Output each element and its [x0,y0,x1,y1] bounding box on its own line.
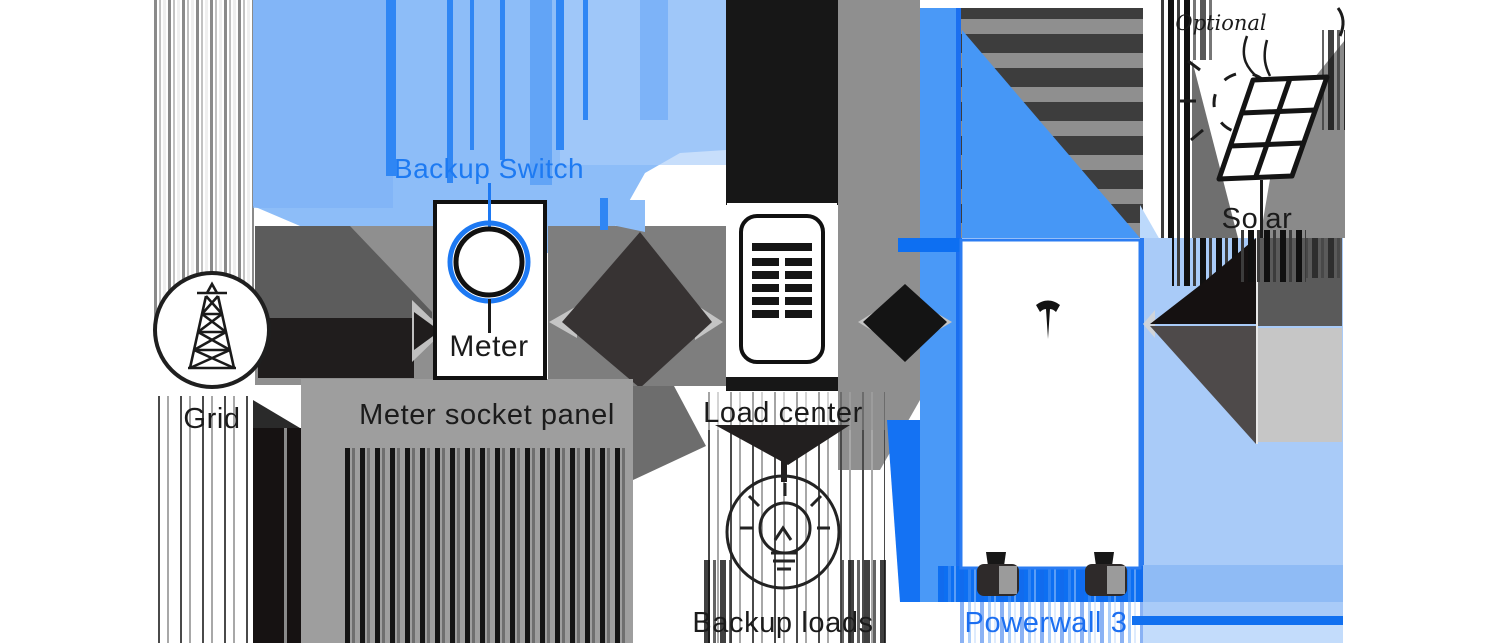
glitch-blue-strip-edge [956,8,961,602]
arrow-diamond [863,284,947,362]
transmission-tower-icon [188,281,236,370]
optional-pointer-squiggle [1242,35,1272,79]
grid-circle [153,271,271,389]
load-center-top-bar [726,0,838,205]
bulb-rays [740,483,830,530]
arrow-left-mass [1150,238,1256,324]
glitch-blue-triangle [962,30,1140,238]
connector-loadcenter-to-powerwall [858,284,952,362]
caster-wheel-left [977,552,1019,596]
solar-cluster [1160,0,1345,282]
glitch-blue-streaks [386,0,668,185]
connector-grid-to-meter [255,226,444,385]
tesla-logo-icon [1036,300,1060,339]
glitch-background [152,0,1160,602]
backup-switch-pointer-line [488,183,491,229]
labels: Backup Switch Meter Grid Meter socket pa… [183,11,1293,639]
backup-loads-label: Backup loads [692,607,873,639]
meter-dial [453,226,525,298]
solar-under-streaks [1240,230,1306,282]
glitch-blue-tone [253,0,393,208]
glitch-blue-line [1132,616,1343,625]
connector-loadcenter-to-backuploads [715,425,850,482]
meter-socket-panel-icon [433,183,547,380]
solar-panel-icon [1216,74,1330,182]
grid-label: Grid [183,403,240,435]
powerwall-cabinet [959,238,1142,570]
backup-switch-label: Backup Switch [394,153,584,184]
caster-wheel-right [1085,552,1127,596]
arrow-right-tip [414,312,440,350]
breaker-switch-rows [752,243,812,318]
solar-label: Solar [1222,203,1293,235]
glitch-blue-wedge [887,420,920,602]
powerwall-icon [938,238,1160,643]
glitch-bottom-streaks [152,379,886,643]
arrow-diamond [562,232,712,388]
powerwall-label: Powerwall 3 [965,607,1128,639]
powerwall-label-streaks [958,602,1144,643]
meter-label: Meter [449,330,528,363]
breaker-panel-outline [739,214,825,364]
backup-loads-circle [725,474,841,590]
grid-icon [153,271,271,389]
load-center-icon [726,0,838,391]
glitch-pale-corner [1140,205,1160,240]
connector-meter-to-loadcenter [548,198,726,388]
optional-label: Optional [1175,11,1266,35]
backup-loads-icon [725,474,841,590]
meter-socket-panel-label: Meter socket panel [359,399,615,431]
load-center-label: Load center [703,397,863,429]
glitch-blue-band-left [898,238,962,252]
